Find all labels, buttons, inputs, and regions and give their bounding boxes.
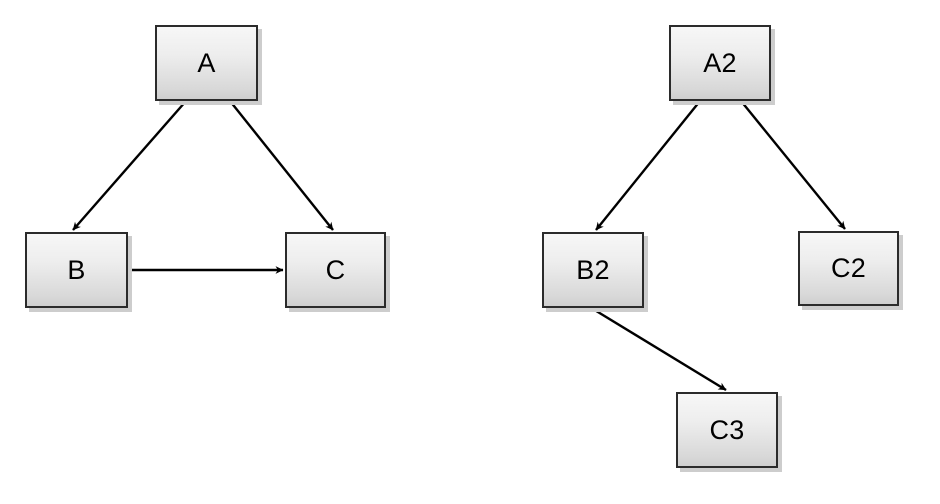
node-b2[interactable]: B2 xyxy=(542,232,644,308)
edge-b2-c3 xyxy=(592,307,727,392)
node-label: B xyxy=(67,254,86,285)
node-c3[interactable]: C3 xyxy=(676,392,778,468)
node-c2[interactable]: C2 xyxy=(798,231,899,306)
node-label: B2 xyxy=(576,254,610,285)
edge-a-c xyxy=(229,100,334,231)
node-label: C3 xyxy=(709,414,745,445)
node-a2[interactable]: A2 xyxy=(669,25,771,101)
edge-a-b xyxy=(72,100,187,231)
edge-a2-c2 xyxy=(740,100,846,230)
node-c[interactable]: C xyxy=(285,232,386,308)
node-label: A xyxy=(197,47,216,78)
node-label: C xyxy=(325,254,346,285)
node-a[interactable]: A xyxy=(155,25,258,101)
edge-a2-b2 xyxy=(595,100,701,231)
edge-paths xyxy=(72,100,846,392)
node-label: C2 xyxy=(831,253,866,283)
node-b[interactable]: B xyxy=(25,232,128,308)
node-label: A2 xyxy=(703,47,737,78)
